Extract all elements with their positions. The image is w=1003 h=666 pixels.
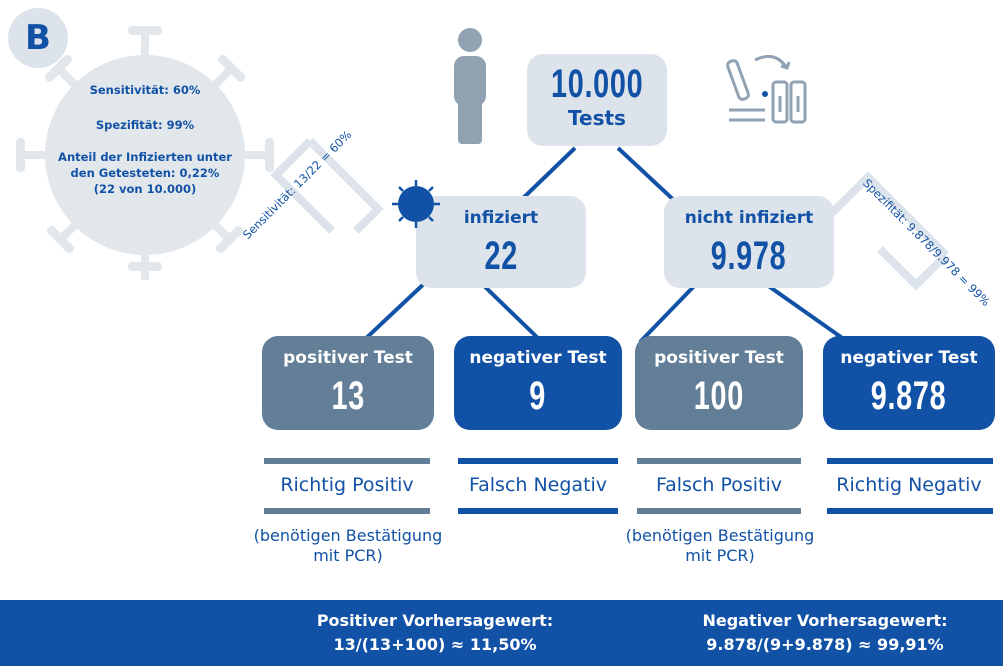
category-label-false-negative: Falsch Negativ [468, 474, 608, 496]
result-box-true-negative: negativer Test 9.878 [823, 336, 995, 430]
category-label-false-positive: Falsch Positiv [655, 474, 783, 496]
infected-count: 22 [484, 234, 518, 278]
note-line: mit PCR) [685, 546, 755, 565]
category-bar [637, 508, 801, 514]
result-box-true-positive: positiver Test 13 [262, 336, 434, 430]
npv-title: Negativer Vorhersagewert: [702, 611, 948, 630]
share-info-line3: (22 von 10.000) [93, 182, 197, 196]
person-icon [454, 28, 486, 144]
note-line: (benötigen Bestätigung [253, 526, 443, 545]
note-confirmation-right: (benötigen Bestätigung mit PCR) [600, 526, 840, 566]
predictive-values-footer: Positiver Vorhersagewert: 13/(13+100) ≈ … [0, 600, 1003, 666]
category-bar [827, 508, 993, 514]
result-count: 9.878 [871, 374, 947, 418]
result-label: positiver Test [654, 348, 784, 368]
ppv-formula: 13/(13+100) ≈ 11,50% [333, 635, 537, 654]
badge-letter: B [25, 18, 51, 58]
not-infected-label: nicht infiziert [684, 208, 814, 228]
root-tests-box: 10.000 Tests [527, 54, 667, 146]
not-infected-count: 9.978 [711, 234, 787, 278]
note-line: mit PCR) [313, 546, 383, 565]
ppv-title: Positiver Vorhersagewert: [316, 611, 554, 630]
root-count: 10.000 [550, 62, 644, 106]
category-bar [458, 508, 618, 514]
npv-formula: 9.878/(9+9.878) ≈ 99,91% [706, 635, 944, 654]
category-label-true-negative: Richtig Negativ [836, 474, 982, 496]
small-virus-icon [392, 180, 440, 228]
result-label: negativer Test [840, 348, 978, 368]
category-label-true-positive: Richtig Positiv [280, 474, 414, 496]
category-bar [637, 458, 801, 464]
not-infected-box: nicht infiziert 9.978 [664, 196, 834, 288]
category-bar [458, 458, 618, 464]
category-bar [827, 458, 993, 464]
section-badge: B [8, 8, 68, 68]
specificity-info: Spezifität: 99% [95, 118, 195, 132]
category-bar [264, 508, 430, 514]
result-count: 100 [693, 374, 745, 418]
infected-label: infiziert [463, 208, 539, 228]
result-count: 9 [529, 374, 547, 418]
note-confirmation-left: (benötigen Bestätigung mit PCR) [228, 526, 468, 566]
test-tube-icon [726, 54, 807, 124]
sensitivity-info: Sensitivität: 60% [89, 83, 201, 97]
result-label: positiver Test [283, 348, 413, 368]
root-label: Tests [568, 106, 626, 130]
share-info-line2: den Getesteten: 0,22% [70, 166, 220, 180]
note-line: (benötigen Bestätigung [625, 526, 815, 545]
category-bar [264, 458, 430, 464]
result-count: 13 [331, 374, 365, 418]
result-box-false-negative: negativer Test 9 [454, 336, 622, 430]
virus-icon [16, 26, 274, 280]
result-label: negativer Test [469, 348, 607, 368]
result-box-false-positive: positiver Test 100 [635, 336, 803, 430]
infected-box: infiziert 22 [416, 196, 586, 288]
share-info-line1: Anteil der Infizierten unter [58, 150, 232, 164]
